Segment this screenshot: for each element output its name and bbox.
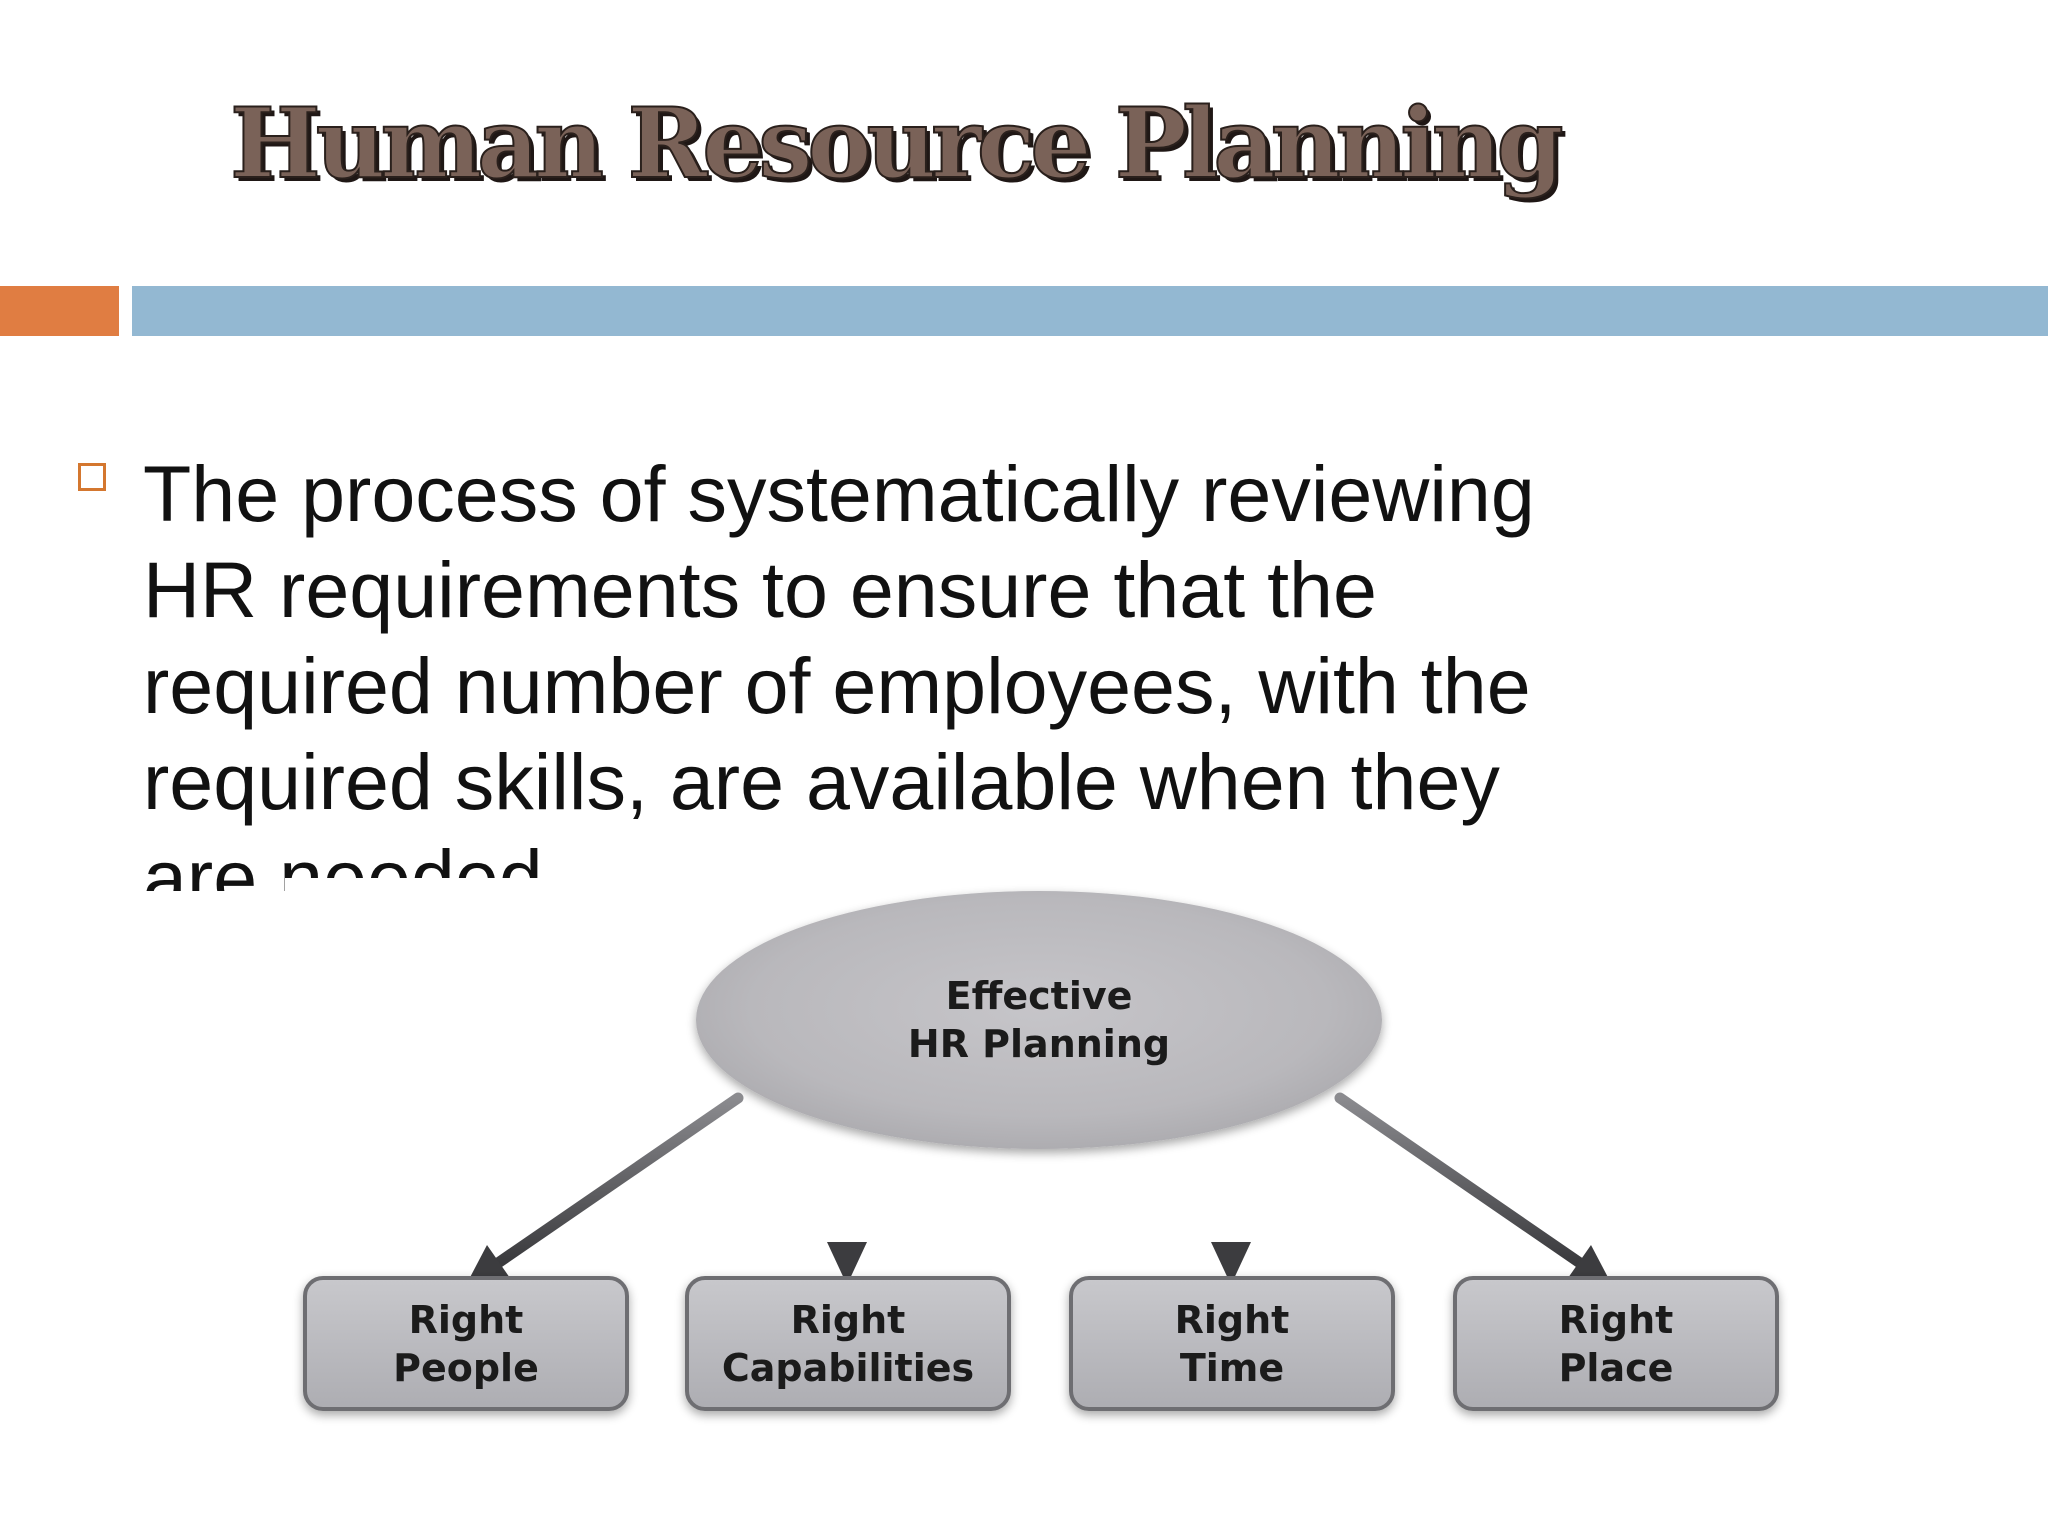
slide-title: Human Resource Planning — [229, 87, 1565, 200]
box-right-place — [1453, 1276, 1779, 1411]
arrow-to-right-time — [1211, 1142, 1251, 1285]
center-node-label: Effective HR Planning — [839, 972, 1239, 1068]
box-label-line1: Right — [1558, 1298, 1674, 1342]
accent-bar-orange — [0, 286, 119, 336]
square-bullet-icon — [78, 463, 106, 491]
box-label-line1: Right — [408, 1298, 524, 1342]
arrow-to-right-place — [1334, 1092, 1612, 1285]
center-node-line2: HR Planning — [907, 1022, 1171, 1066]
center-node-ellipse — [696, 891, 1382, 1149]
box-label-right-time: Right Time — [1071, 1296, 1393, 1392]
accent-bar-blue — [132, 286, 2048, 336]
box-right-time — [1069, 1276, 1395, 1411]
bullet-text: The process of systematically reviewing … — [143, 449, 1535, 891]
box-label-right-people: Right People — [305, 1296, 627, 1392]
box-label-line1: Right — [1174, 1298, 1290, 1342]
box-label-right-capabilities: Right Capabilities — [687, 1296, 1009, 1392]
arrow-to-right-people — [466, 1092, 744, 1285]
box-right-capabilities — [685, 1276, 1011, 1411]
box-label-line2: Place — [1558, 1346, 1674, 1390]
box-label-right-place: Right Place — [1455, 1296, 1777, 1392]
center-node-line1: Effective — [945, 974, 1133, 1018]
box-label-line2: People — [393, 1346, 539, 1390]
box-right-people — [303, 1276, 629, 1411]
box-label-line2: Time — [1179, 1346, 1285, 1390]
arrow-to-right-capabilities — [827, 1142, 867, 1285]
box-label-line1: Right — [790, 1298, 906, 1342]
box-label-line2: Capabilities — [721, 1346, 975, 1390]
